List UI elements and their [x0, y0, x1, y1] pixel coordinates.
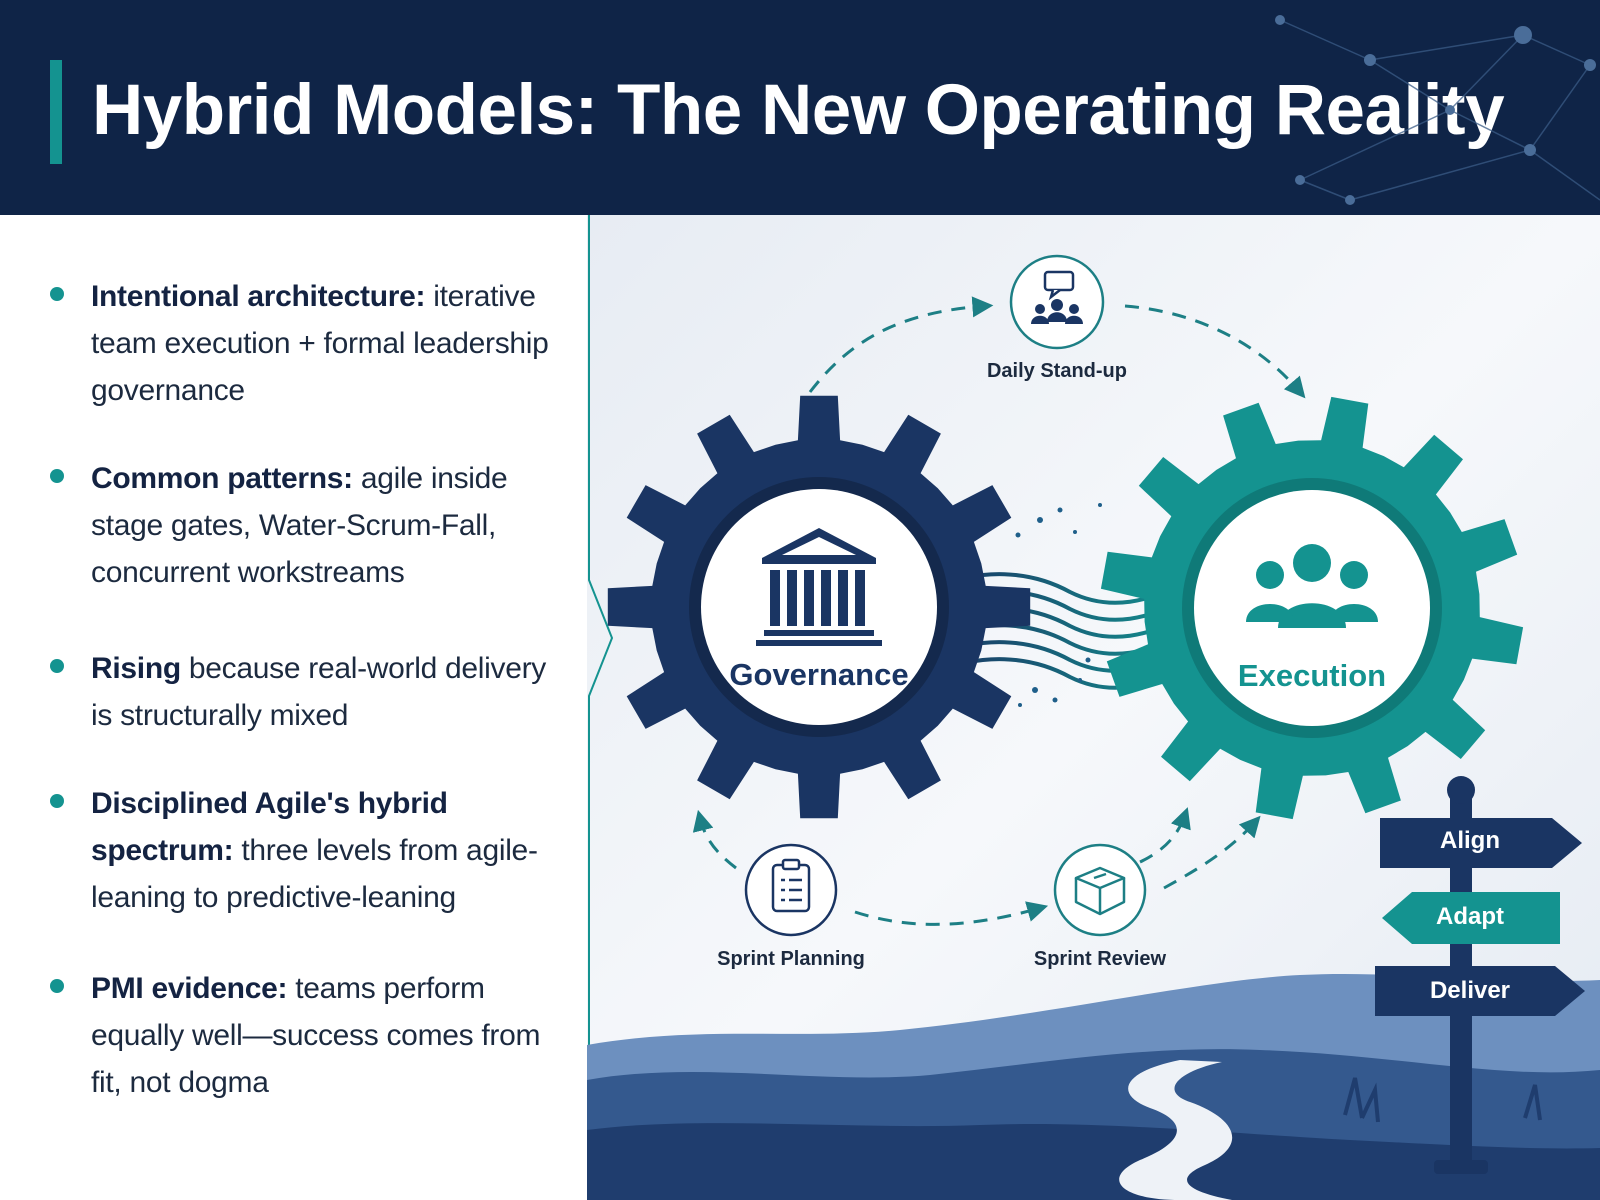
bullet-item: Common patterns: agile inside stage gate…	[46, 455, 566, 596]
bullet-dot	[50, 287, 64, 301]
bullet-dot	[50, 469, 64, 483]
bullet-body: agile inside stage gates, Water-Scrum-Fa…	[91, 462, 508, 589]
bullet-heading: Intentional architecture:	[91, 280, 426, 313]
particle-dots	[1015, 503, 1102, 707]
network-pattern-decoration	[1275, 15, 1600, 205]
bullet-heading: PMI evidence:	[91, 972, 288, 1005]
bullet-list-panel: Intentional architecture: iterative team…	[0, 215, 587, 1200]
signpost	[1375, 776, 1585, 1174]
ceremony-arrows	[692, 296, 1306, 926]
signpost-adapt-label: Adapt	[1436, 903, 1504, 930]
page-title: Hybrid Models: The New Operating Reality	[92, 71, 1505, 150]
team-chat-icon	[1031, 270, 1083, 324]
bullet-item: Disciplined Agile's hybrid spectrum: thr…	[46, 780, 566, 921]
daily-standup-label: Daily Stand-up	[986, 360, 1127, 382]
bullet-dot	[50, 979, 64, 993]
bullet-body: iterative team execution + formal leader…	[91, 280, 549, 407]
government-building-icon	[756, 528, 882, 646]
bullet-item: Rising because real-world delivery is st…	[46, 645, 566, 739]
signpost-deliver-label: Deliver	[1429, 977, 1511, 1004]
signpost-align-label: Align	[1440, 827, 1500, 854]
bullet-heading: Disciplined Agile's hybrid spectrum:	[91, 787, 448, 867]
governance-label: Governance	[729, 657, 909, 692]
bullet-dot	[50, 794, 64, 808]
bullet-item: PMI evidence: teams perform equally well…	[46, 965, 566, 1106]
clipboard-icon	[771, 858, 811, 913]
panel-divider	[588, 215, 614, 1200]
bullet-body: because real-world delivery is structura…	[91, 652, 546, 732]
team-people-icon	[1246, 544, 1378, 628]
bullet-item: Intentional architecture: iterative team…	[46, 273, 566, 414]
landscape-hills	[587, 973, 1600, 1200]
sign-align	[1380, 818, 1582, 868]
bullet-body: teams perform equally well—success comes…	[91, 972, 541, 1099]
diagram-panel: Governance Execution Daily Stand-up Spri…	[587, 215, 1600, 1200]
hybrid-gears-diagram	[587, 215, 1600, 1200]
sprint-review-label: Sprint Review	[1033, 948, 1167, 970]
title-accent-bar	[50, 60, 62, 164]
bullet-dot	[50, 659, 64, 673]
sprint-planning-label: Sprint Planning	[717, 948, 865, 970]
execution-label: Execution	[1237, 658, 1387, 693]
bullet-body: three levels from agile-leaning to predi…	[91, 834, 538, 914]
open-box-icon	[1074, 866, 1126, 916]
bullet-heading: Common patterns:	[91, 462, 353, 495]
sign-adapt	[1382, 892, 1560, 944]
governance-gear-hub	[701, 489, 937, 725]
bullet-heading: Rising	[91, 652, 181, 685]
header-banner: Hybrid Models: The New Operating Reality	[0, 0, 1600, 215]
sign-deliver	[1375, 966, 1585, 1016]
